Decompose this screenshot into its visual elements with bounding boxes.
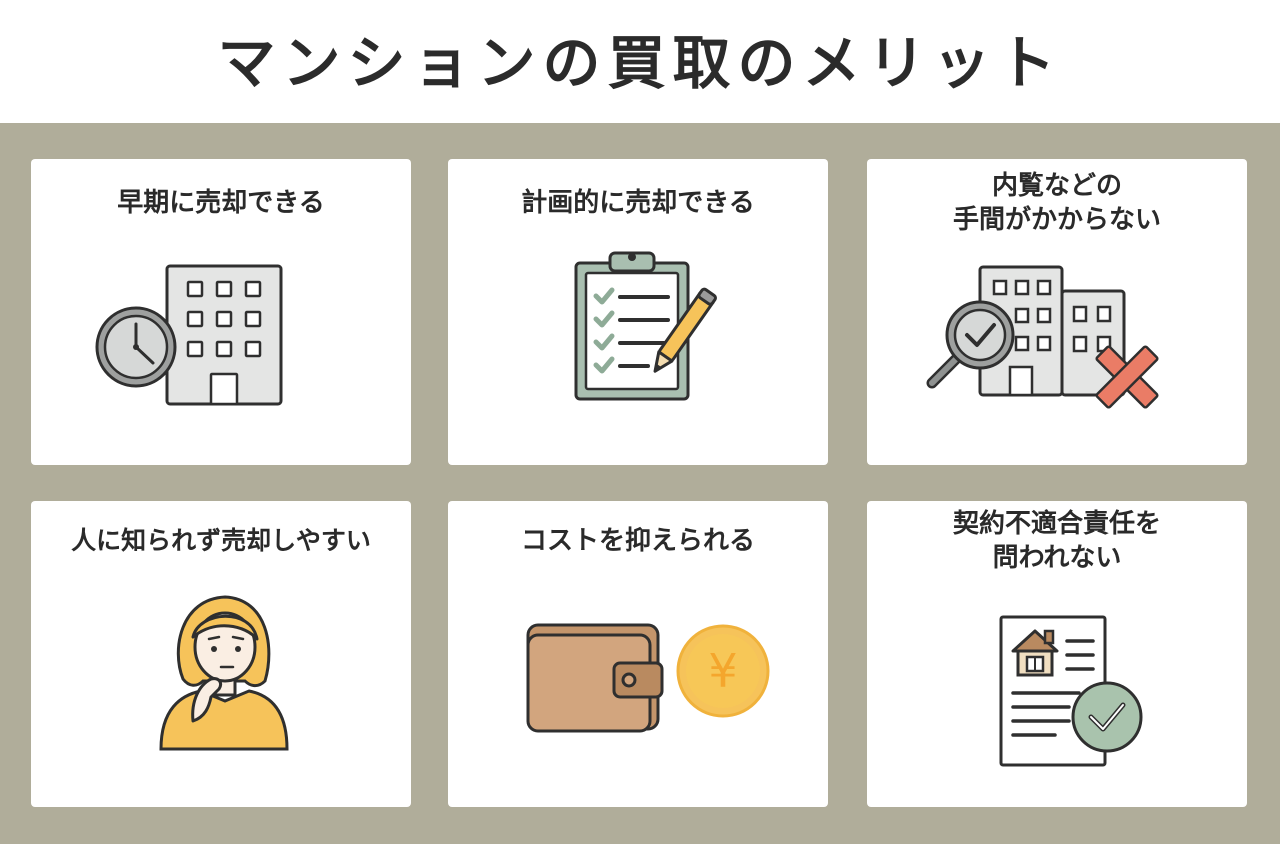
merit-card-title: 人に知られず売却しやすい <box>31 524 411 558</box>
merit-title-line: 内覧などの <box>991 171 1122 201</box>
merit-title-line: 手間がかからない <box>952 205 1161 235</box>
merit-card-private-sale: 人に知られず売却しやすい <box>31 501 411 807</box>
coin-yen-symbol: ¥ <box>708 644 737 698</box>
merit-card-title: 計画的に売却できる <box>448 186 828 220</box>
merit-card-planned-sale: 計画的に売却できる <box>448 159 828 465</box>
house-document-check-icon <box>999 615 1143 767</box>
page-header: マンションの買取のメリット <box>0 0 1280 123</box>
merit-card-early-sale: 早期に売却できる <box>31 159 411 465</box>
merit-card-no-liability: 契約不適合責任を 問われない <box>867 501 1247 807</box>
merit-title-line: 人に知られず売却しやすい <box>71 526 371 555</box>
page-title: マンションの買取のメリット <box>217 28 1063 97</box>
merit-card-title: 内覧などの 手間がかからない <box>867 169 1247 237</box>
merit-card-no-viewings: 内覧などの 手間がかからない <box>867 159 1247 465</box>
merit-card-title: 契約不適合責任を 問われない <box>867 507 1247 575</box>
merit-title-line: 計画的に売却できる <box>521 188 755 218</box>
building-clock-icon <box>95 264 283 406</box>
merit-title-line: 早期に売却できる <box>117 188 325 218</box>
merit-card-title: 早期に売却できる <box>31 186 411 220</box>
merit-title-line: コストを抑えられる <box>520 526 755 556</box>
clipboard-pencil-icon <box>574 251 717 401</box>
merit-card-lower-cost: コストを抑えられる ¥ <box>448 501 828 807</box>
wallet-yen-coin-icon: ¥ <box>526 623 770 733</box>
merit-card-title: コストを抑えられる <box>448 524 828 558</box>
thinking-woman-icon <box>159 595 289 751</box>
merit-title-line: 契約不適合責任を <box>952 509 1161 539</box>
building-magnifier-cross-icon <box>926 265 1159 409</box>
merit-title-line: 問われない <box>992 543 1122 573</box>
